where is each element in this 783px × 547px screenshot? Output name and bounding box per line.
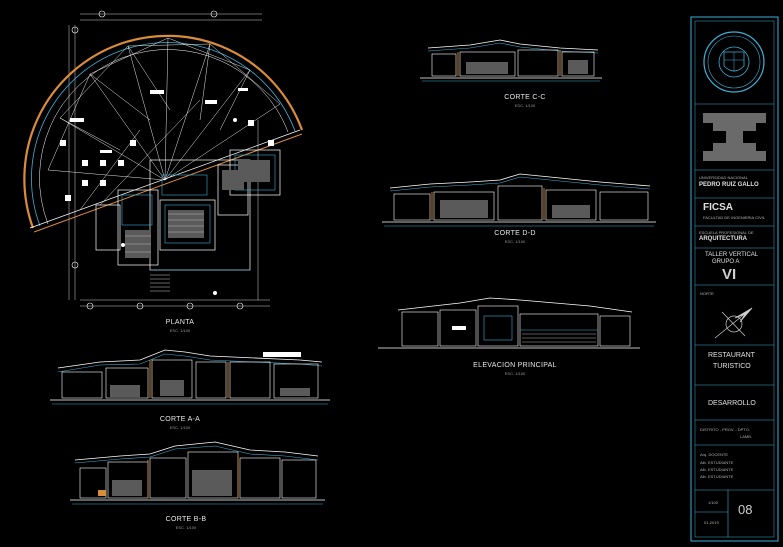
tb-team-line3: Alb. ESTUDIANTE (700, 467, 734, 472)
tb-location-line2: LAMB. (740, 434, 753, 439)
planta-title: PLANTA (165, 319, 195, 326)
north-arrow-icon (714, 307, 753, 339)
main-elevation (378, 297, 640, 349)
corte-aa-scale: ESC. 1/100 (169, 425, 191, 430)
tb-project-line2: TURISTICO (713, 363, 751, 370)
tb-orientation-label: NORTE (700, 291, 714, 296)
tb-school-line: ESCUELA PROFESIONAL DE (699, 230, 754, 235)
corte-bb-scale: ESC. 1/100 (175, 525, 197, 530)
corte-dd-scale: ESC. 1/100 (504, 239, 526, 244)
tb-workshop-line2: GRUPO A (712, 259, 740, 265)
faculty-logo (703, 113, 766, 161)
tb-university-line: UNIVERSIDAD NACIONAL (699, 175, 748, 180)
corte-cc-scale: ESC. 1/100 (514, 103, 536, 108)
tb-scale-value: 1/100 (708, 500, 719, 505)
corte-aa-title: CORTE A-A (159, 416, 201, 423)
corte-cc-title: CORTE C-C (504, 94, 546, 101)
section-dd (382, 173, 656, 227)
tb-faculty: FICSA (703, 202, 733, 213)
tb-date-value: 01-2019 (704, 520, 719, 525)
corte-bb-title: CORTE B-B (165, 516, 207, 523)
corte-dd-title: CORTE D-D (494, 230, 536, 237)
tb-team-line2: Alb. ESTUDIANTE (700, 460, 734, 465)
elevacion-title: ELEVACION PRINCIPAL (473, 362, 557, 369)
tb-sheet-number: 08 (738, 502, 753, 517)
tb-phase: DESARROLLO (708, 400, 756, 407)
tb-team-line1: Arq. DOCENTE (700, 452, 729, 457)
planta-scale: ESC. 1/100 (169, 328, 191, 333)
floor-plan (23, 10, 304, 310)
elevacion-scale: ESC. 1/100 (504, 371, 526, 376)
tb-project-line1: RESTAURANT (708, 352, 755, 359)
tb-team-line4: Alb. ESTUDIANTE (700, 474, 734, 479)
section-aa (50, 349, 330, 405)
title-block-frame (690, 16, 779, 542)
tb-school: ARQUITECTURA (699, 236, 747, 242)
section-cc (420, 39, 602, 82)
tb-location-line1: DISTRITO - PROV. - DPTO. (700, 427, 750, 432)
tb-faculty-sub: FACULTAD DE INGENIERIA CIVIL (703, 215, 766, 220)
tb-workshop-number: VI (722, 266, 737, 283)
tb-workshop-line1: TALLER VERTICAL (705, 252, 759, 258)
university-seal-logo (703, 31, 765, 93)
tb-university-name: PEDRO RUIZ GALLO (699, 182, 759, 188)
section-bb (70, 441, 325, 505)
